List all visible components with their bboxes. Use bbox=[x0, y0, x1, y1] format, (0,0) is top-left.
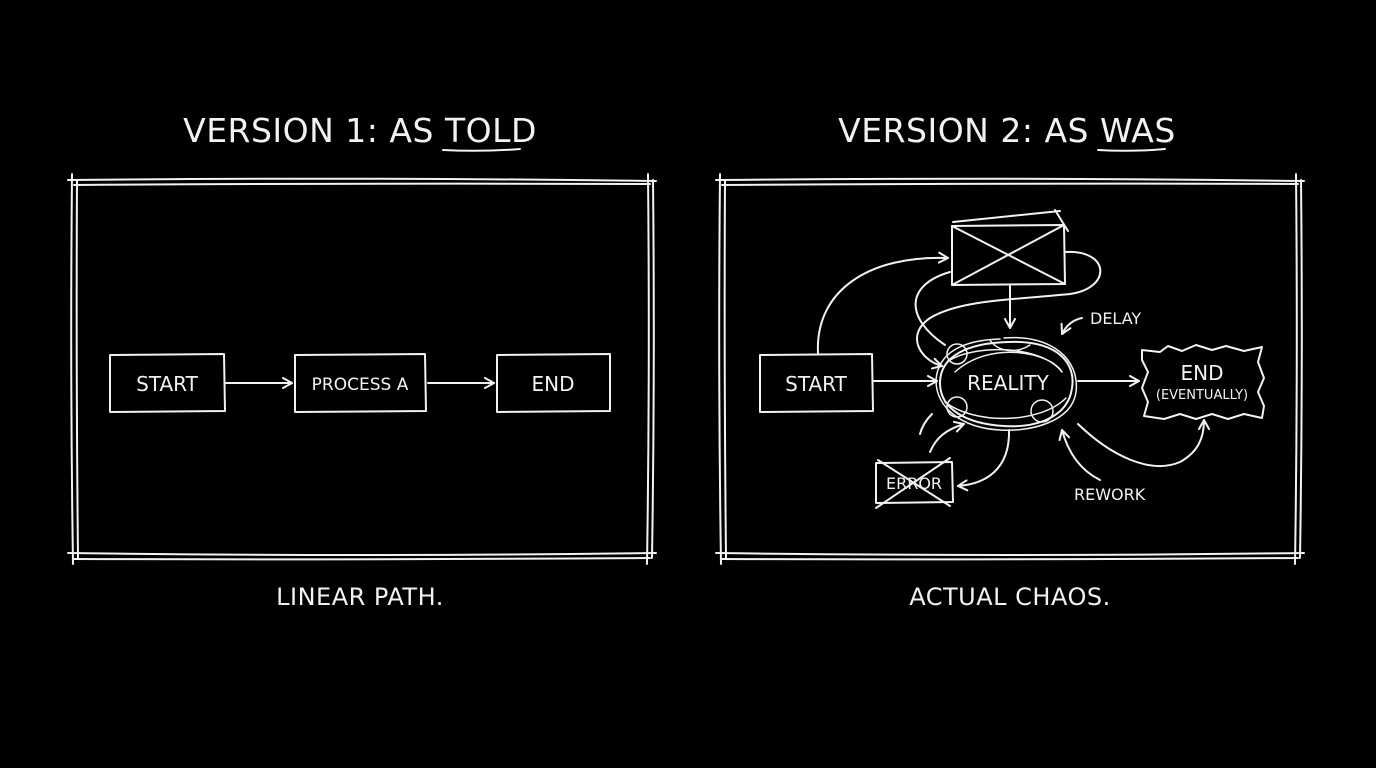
left-caption: LINEAR PATH. bbox=[276, 583, 444, 611]
left-frame bbox=[67, 173, 657, 565]
left-end-node: END bbox=[496, 353, 611, 413]
left-process-node: PROCESS A bbox=[294, 353, 427, 413]
right-title-emphasis: WAS bbox=[1100, 111, 1176, 150]
left-start-label: START bbox=[136, 372, 198, 396]
left-title: VERSION 1: AS TOLD bbox=[183, 111, 537, 150]
arrow-reality-to-error bbox=[957, 429, 1011, 492]
left-panel: VERSION 1: AS TOLD START PROCESS A END bbox=[67, 111, 657, 611]
loop-arrow-crossed-box bbox=[916, 250, 1102, 370]
left-process-label: PROCESS A bbox=[312, 375, 409, 395]
arrow-start-to-crossed-box bbox=[816, 251, 949, 354]
error-label: ERROR bbox=[886, 474, 942, 493]
right-start-node: START bbox=[759, 353, 874, 413]
arrow-delay bbox=[1060, 317, 1083, 335]
right-panel: VERSION 2: AS WAS START bbox=[715, 111, 1305, 611]
arrow-error-to-reality bbox=[929, 420, 965, 453]
left-end-label: END bbox=[532, 372, 575, 396]
right-end-node: END (EVENTUALLY) bbox=[1141, 344, 1265, 420]
right-title-underline bbox=[1097, 148, 1166, 152]
reality-node: REALITY bbox=[935, 336, 1078, 431]
crossed-out-box bbox=[951, 209, 1069, 286]
arrow-reality-to-end-loop bbox=[1077, 419, 1210, 467]
right-start-label: START bbox=[785, 372, 847, 396]
arrow-rework bbox=[1058, 429, 1101, 481]
loop-tangle bbox=[914, 271, 951, 346]
left-title-emphasis: TOLD bbox=[444, 111, 537, 150]
right-frame bbox=[715, 173, 1305, 565]
left-title-underline bbox=[442, 148, 521, 152]
error-node: ERROR bbox=[875, 457, 954, 509]
right-end-label: END bbox=[1181, 361, 1224, 385]
delay-label: DELAY bbox=[1090, 309, 1141, 328]
rework-label: REWORK bbox=[1074, 485, 1146, 504]
reality-label: REALITY bbox=[967, 371, 1049, 395]
right-title: VERSION 2: AS WAS bbox=[838, 111, 1176, 150]
left-start-node: START bbox=[109, 353, 226, 413]
stray-stroke bbox=[919, 413, 933, 435]
right-caption: ACTUAL CHAOS. bbox=[909, 583, 1110, 611]
right-end-note: (EVENTUALLY) bbox=[1156, 388, 1248, 403]
